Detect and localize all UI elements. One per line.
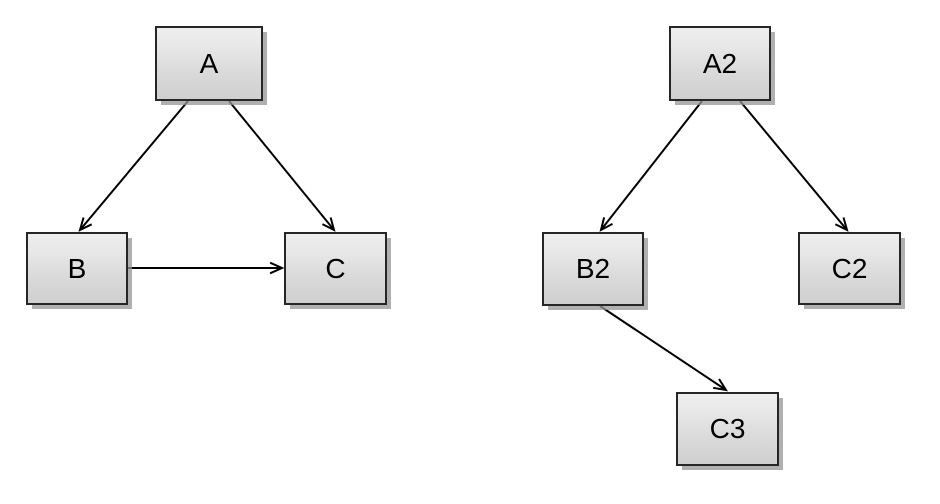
node-label: A2 xyxy=(702,47,738,79)
arrowheads-group xyxy=(78,217,849,392)
edge-a2-to-b2 xyxy=(600,100,703,231)
arrowhead-a2-to-b2-icon xyxy=(599,217,613,232)
edge-a-to-b xyxy=(79,100,189,231)
node-label: B xyxy=(67,252,87,284)
node-c3[interactable]: C3 xyxy=(676,392,779,466)
edge-b2-to-c3 xyxy=(599,305,727,391)
node-a[interactable]: A xyxy=(155,26,263,101)
node-b2[interactable]: B2 xyxy=(542,232,644,306)
edge-a2-to-c2 xyxy=(739,100,848,231)
node-label: B2 xyxy=(575,253,611,284)
edge-a-to-c xyxy=(228,100,335,231)
node-label: C3 xyxy=(709,413,746,444)
edges-group xyxy=(79,100,848,391)
arrowhead-b2-to-c3-icon xyxy=(713,378,729,392)
node-b[interactable]: B xyxy=(26,232,128,305)
arrowhead-a-to-c-icon xyxy=(321,217,336,232)
node-label: A xyxy=(199,47,219,79)
node-label: C xyxy=(325,252,346,284)
node-label: C2 xyxy=(831,252,868,284)
arrowhead-a2-to-c2-icon xyxy=(834,217,849,232)
node-c2[interactable]: C2 xyxy=(798,232,901,305)
node-a2[interactable]: A2 xyxy=(669,26,771,101)
node-c[interactable]: C xyxy=(284,232,387,305)
arrowhead-b-to-c-icon xyxy=(269,261,285,275)
arrowhead-a-to-b-icon xyxy=(78,217,93,232)
